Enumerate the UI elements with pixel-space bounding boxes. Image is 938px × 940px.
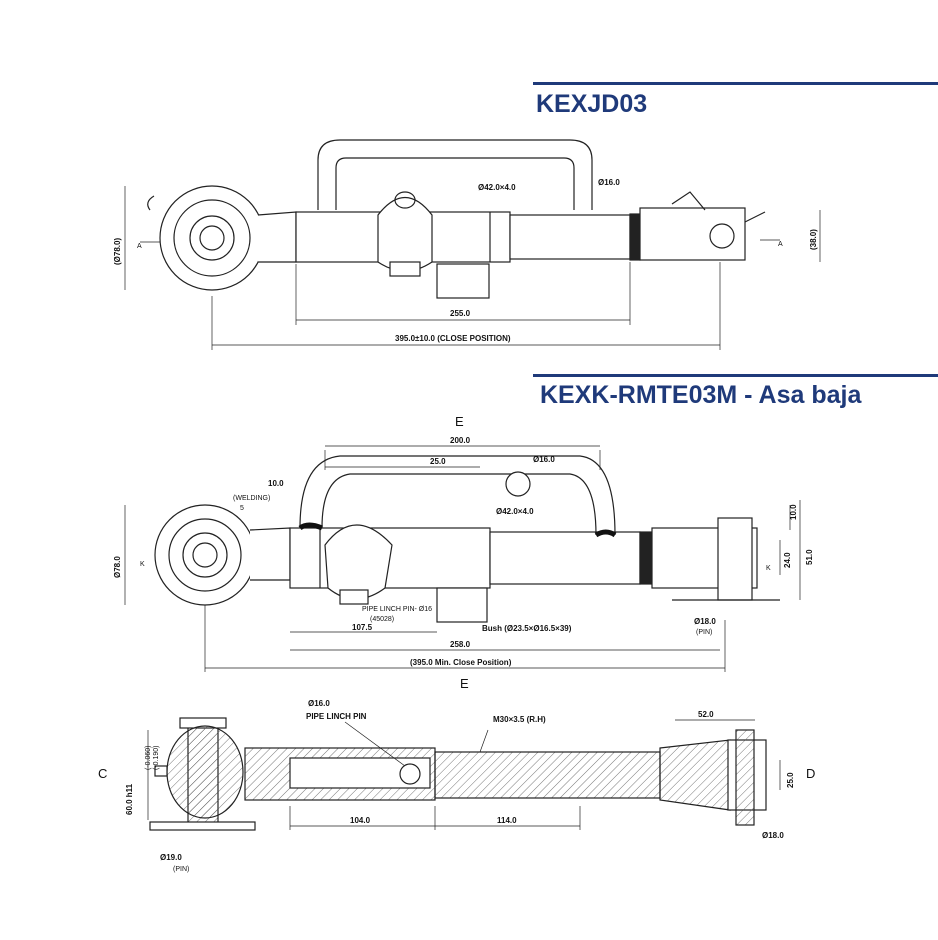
ball-end-inner: [189, 215, 235, 261]
section-clevis: [659, 739, 731, 811]
inner-pipe-2: [489, 531, 641, 585]
dim-pipe-1: Ø42.0×4.0: [478, 183, 516, 192]
dim-104: 104.0: [350, 816, 371, 825]
dim-pin18-3: Ø18.0: [762, 831, 784, 840]
dim-close-position: 395.0±10.0 (CLOSE POSITION): [395, 334, 511, 343]
bush: [436, 263, 490, 299]
bush-2: [436, 587, 488, 623]
clevis: [639, 207, 746, 261]
drawing-section-view: [147, 717, 781, 831]
dim-258: 258.0: [450, 640, 471, 649]
tolerance-top: (-0.060): [145, 745, 152, 770]
section-k-left: K: [140, 561, 145, 568]
header-rule-1: [533, 82, 938, 85]
dim-52: 52.0: [698, 710, 714, 719]
ball-end-outer: [159, 185, 265, 291]
ball-end-hole: [199, 225, 225, 251]
tolerance-bottom: (-0.190): [153, 745, 160, 770]
dim-25: 25.0: [430, 457, 446, 466]
pipe-linch-pin-label: PIPE LINCH PIN: [306, 712, 367, 721]
ball-end-ring: [173, 199, 251, 277]
dim-handle-1: Ø16.0: [598, 178, 620, 187]
dim-ball-dia-2: Ø78.0: [113, 556, 122, 578]
dim-min-close: (395.0 Min. Close Position): [410, 658, 512, 667]
section-a-right: A: [778, 241, 783, 248]
drawing-kexjd03: [124, 139, 821, 350]
linch-pin-cage-2: [324, 524, 393, 600]
pin-word-2: (PIN): [696, 629, 712, 636]
header-rule-2: [533, 374, 938, 377]
section-d: D: [806, 766, 815, 781]
dim-10-horizontal: 10.0: [268, 479, 284, 488]
dim-clevis-1: (38.0): [809, 229, 818, 250]
thread-spec: M30×3.5 (R.H): [493, 715, 546, 724]
welding-size: 5: [240, 505, 244, 512]
section-c: C: [98, 766, 107, 781]
dim-pin19: Ø19.0: [160, 853, 182, 862]
dim-pin16: Ø16.0: [308, 699, 330, 708]
welding-note: (WELDING): [233, 495, 270, 502]
ball-end-outer-2: [154, 504, 256, 606]
dim-200: 200.0: [450, 436, 471, 445]
dim-handle-2: Ø16.0: [533, 455, 555, 464]
handle: [317, 139, 593, 210]
model-title-kexjd03: KEXJD03: [536, 90, 648, 118]
dim-10-vertical: 10.0: [789, 504, 798, 520]
pin-word-3: (PIN): [173, 866, 189, 873]
dim-24: 24.0: [783, 552, 792, 568]
collar: [629, 213, 641, 261]
dim-107-5: 107.5: [352, 623, 373, 632]
pipe-linch-pin-code: (45028): [370, 616, 394, 623]
pipe-linch-pin-note: PIPE LINCH PIN- Ø16: [362, 606, 432, 613]
dim-60-h11: 60.0 h11: [125, 783, 134, 815]
dim-114: 114.0: [497, 816, 517, 825]
section-e-top: E: [455, 414, 464, 429]
bush-note: Bush (Ø23.5×Ø16.5×39): [482, 624, 572, 633]
section-a-left: A: [137, 243, 142, 250]
section-e-bottom: E: [460, 676, 469, 691]
model-title-kexk-rmte03m: KEXK-RMTE03M - Asa baja: [540, 381, 862, 409]
drawing-kexk-rmte03m: [124, 445, 801, 672]
dim-ball-dia-1: (Ø78.0): [113, 238, 122, 265]
handle-2: [299, 455, 616, 536]
ball-arm: [257, 211, 297, 263]
dim-pin18-2: Ø18.0: [694, 617, 716, 626]
section-k-right: K: [766, 565, 771, 572]
inner-pipe: [509, 214, 631, 260]
dim-51: 51.0: [805, 549, 814, 565]
dim-length-255: 255.0: [450, 309, 471, 318]
dim-25-section: 25.0: [786, 772, 795, 788]
dim-pipe-2: Ø42.0×4.0: [496, 507, 534, 516]
